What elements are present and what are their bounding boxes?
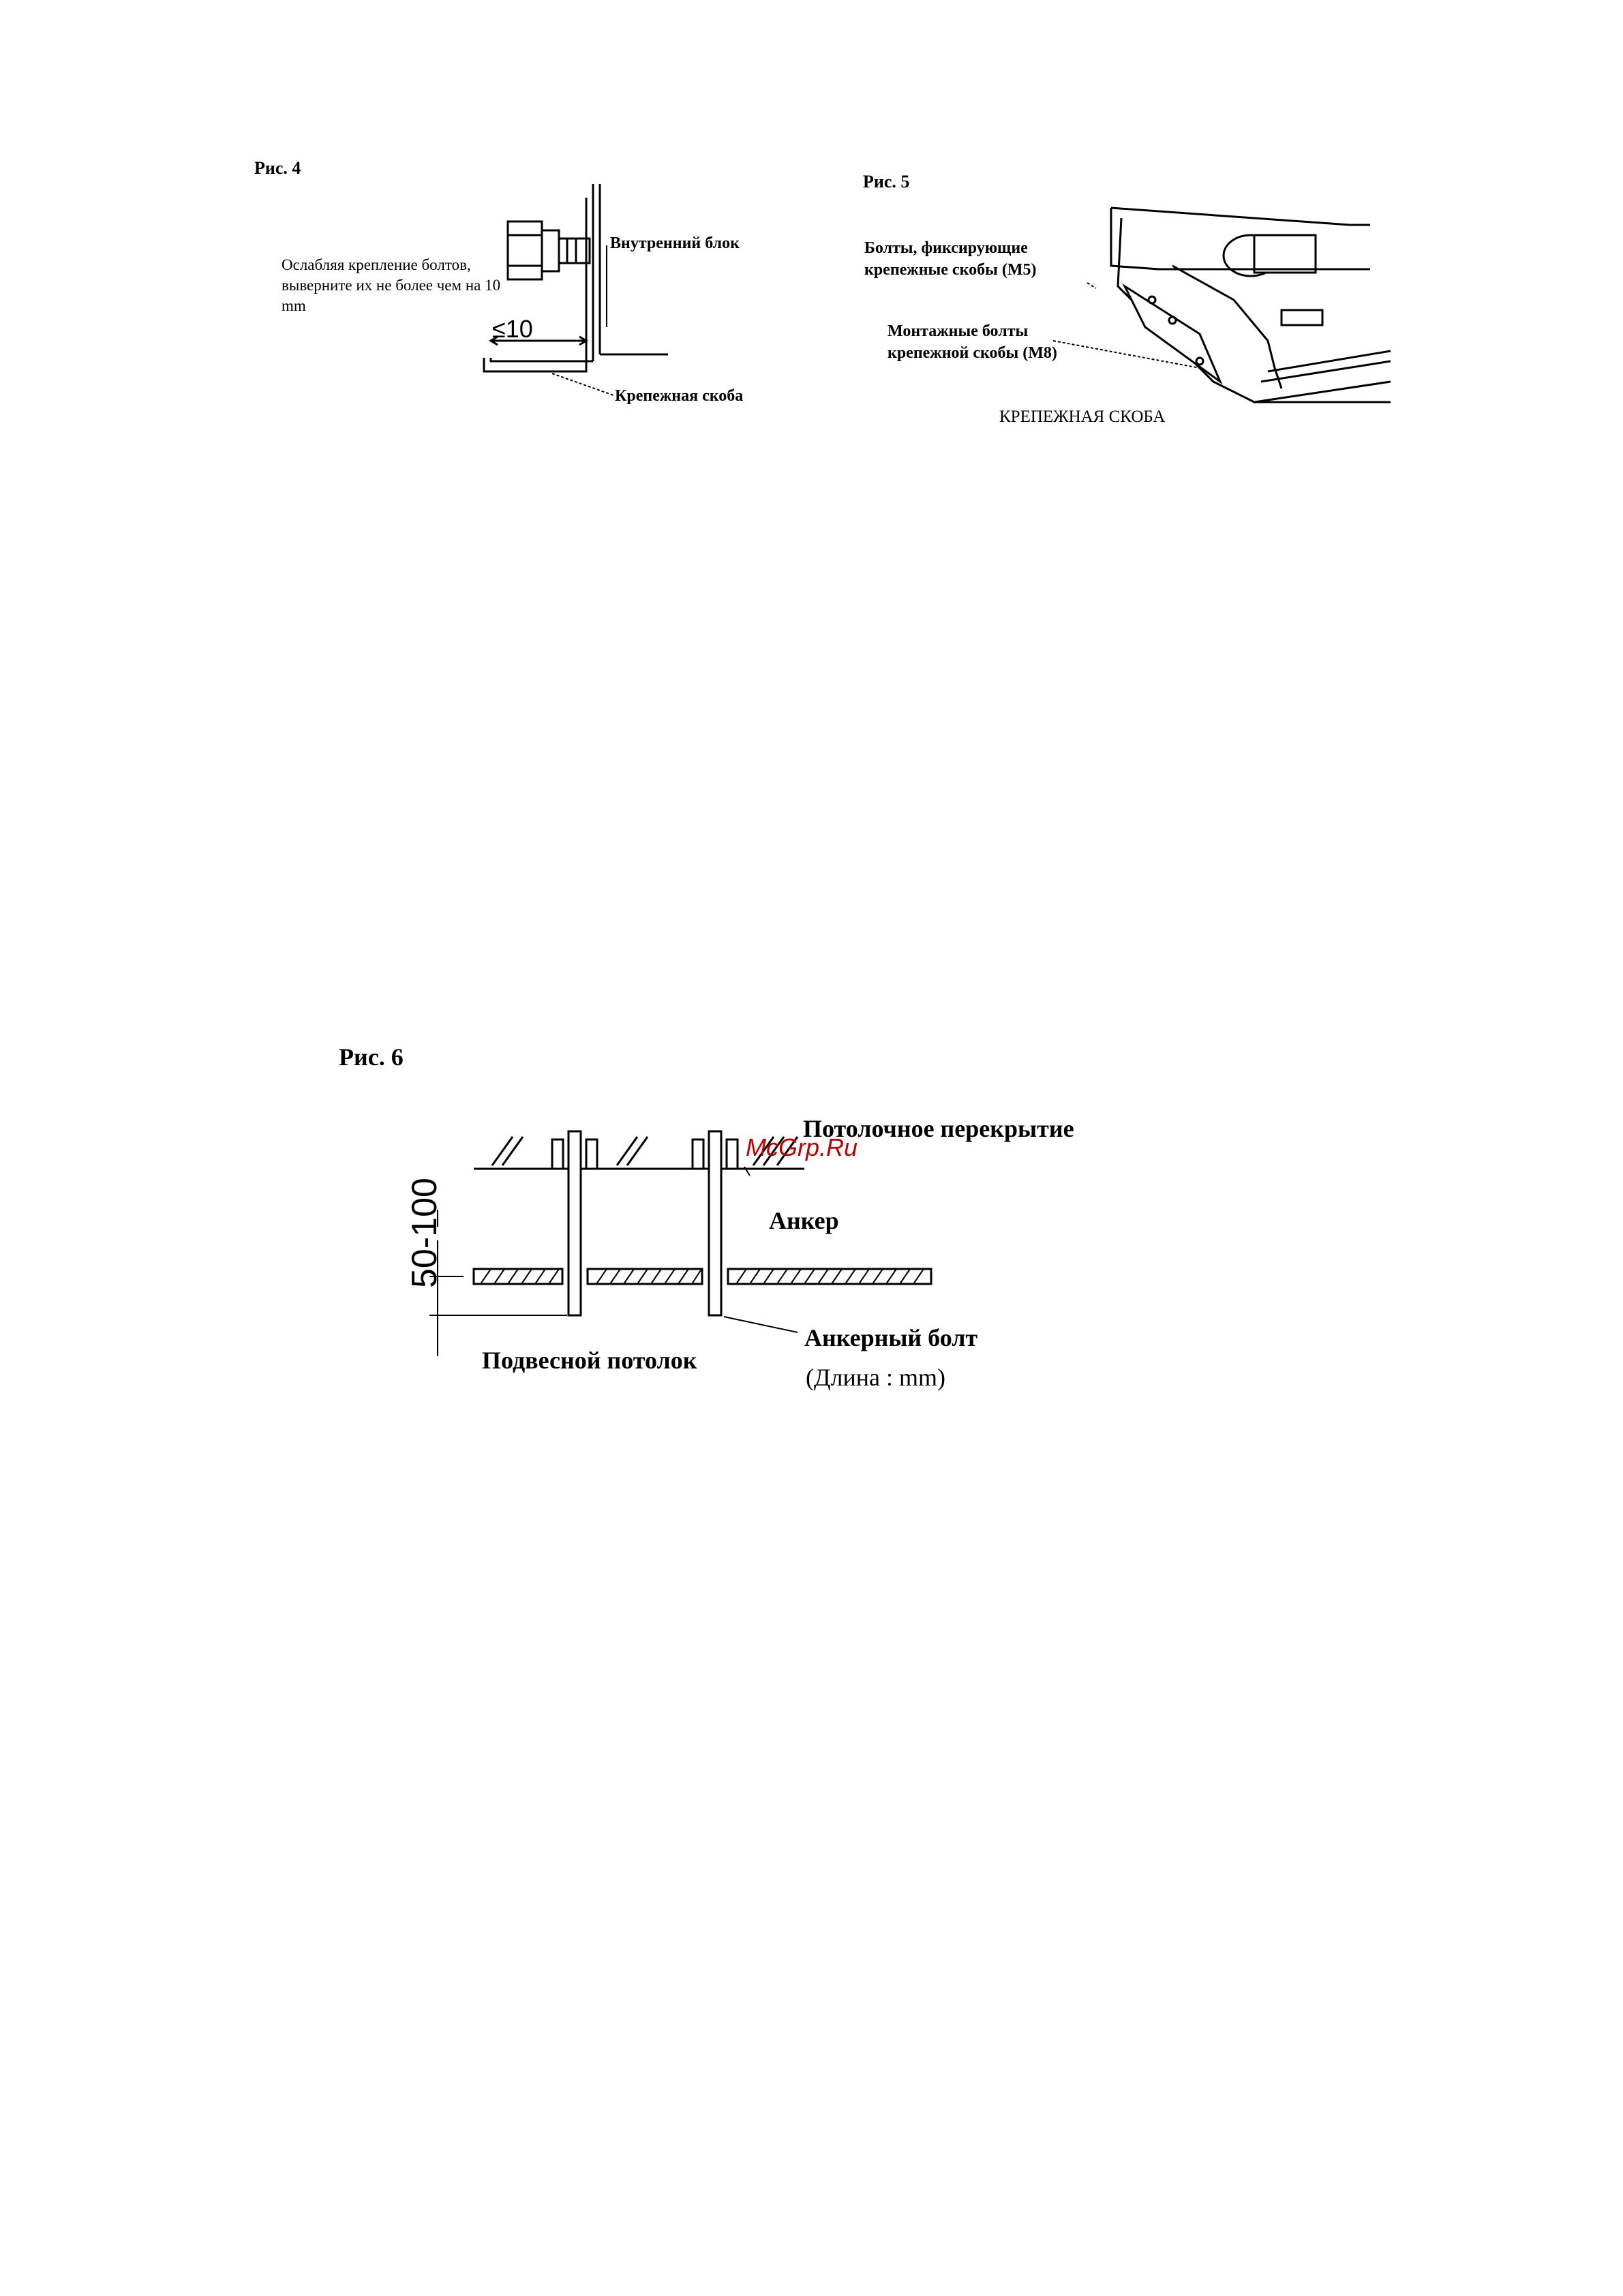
bolt-head <box>506 220 543 281</box>
fig4-dimension-label: ≤10 <box>492 315 533 343</box>
fig6-length-unit-label: (Длина : mm) <box>806 1364 946 1391</box>
fig6-anchor-bolt-label: Анкерный болт <box>804 1324 978 1351</box>
fig6-dimension-label: 50-100 <box>405 1178 444 1288</box>
watermark: McGrp.Ru <box>746 1133 858 1161</box>
fig4-loosen-note: Ослабляя крепление болтов, выверните их … <box>282 256 501 314</box>
fig4-drawing <box>483 184 668 396</box>
fig5-drawing <box>1052 206 1391 403</box>
bracket <box>483 198 588 373</box>
fig6-anchor-label: Анкер <box>769 1207 839 1234</box>
fig4-title: Рис. 4 <box>254 158 301 178</box>
fig5-caption: КРЕПЕЖНАЯ СКОБА <box>999 408 1166 426</box>
ceiling-board-1 <box>472 1268 564 1285</box>
fig6-suspended-ceiling-label: Подвесной потолок <box>482 1347 697 1374</box>
ceiling-board-2 <box>586 1268 703 1285</box>
fig5-title: Рис. 5 <box>863 172 910 192</box>
bolt-shank <box>558 237 591 264</box>
fig5-fixing-bolts-label: Болты, фиксирующие крепежные скобы (M5) <box>864 239 1037 279</box>
fig6-drawing <box>429 1130 932 1356</box>
anchor-bolt-right <box>708 1130 723 1317</box>
fig4-bracket-label: Крепежная скоба <box>615 387 744 405</box>
fig6-ceiling-slab-label: Потолочное перекрытие <box>803 1115 1074 1142</box>
fig4-inner-unit-label: Внутренний блок <box>610 234 740 252</box>
fig6-title: Рис. 6 <box>339 1043 404 1071</box>
fig5-mounting-bolts-label: Монтажные болты крепежной скобы (M8) <box>888 322 1057 362</box>
anchor-bolt-left <box>567 1130 582 1317</box>
